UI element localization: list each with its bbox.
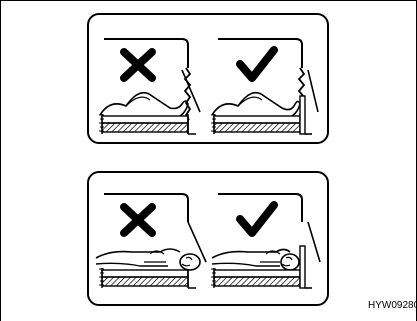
cross-icon bbox=[124, 52, 152, 78]
panel-head bbox=[88, 172, 328, 305]
head-correct-scene bbox=[211, 194, 320, 288]
figure-code: HYW09280 bbox=[368, 300, 416, 312]
feet-correct-scene bbox=[211, 39, 318, 134]
panel-feet bbox=[88, 14, 328, 143]
headboard bbox=[300, 246, 305, 288]
check-icon bbox=[240, 50, 274, 78]
check-icon bbox=[240, 205, 274, 233]
footboard bbox=[300, 96, 305, 134]
cross-icon bbox=[124, 207, 152, 233]
